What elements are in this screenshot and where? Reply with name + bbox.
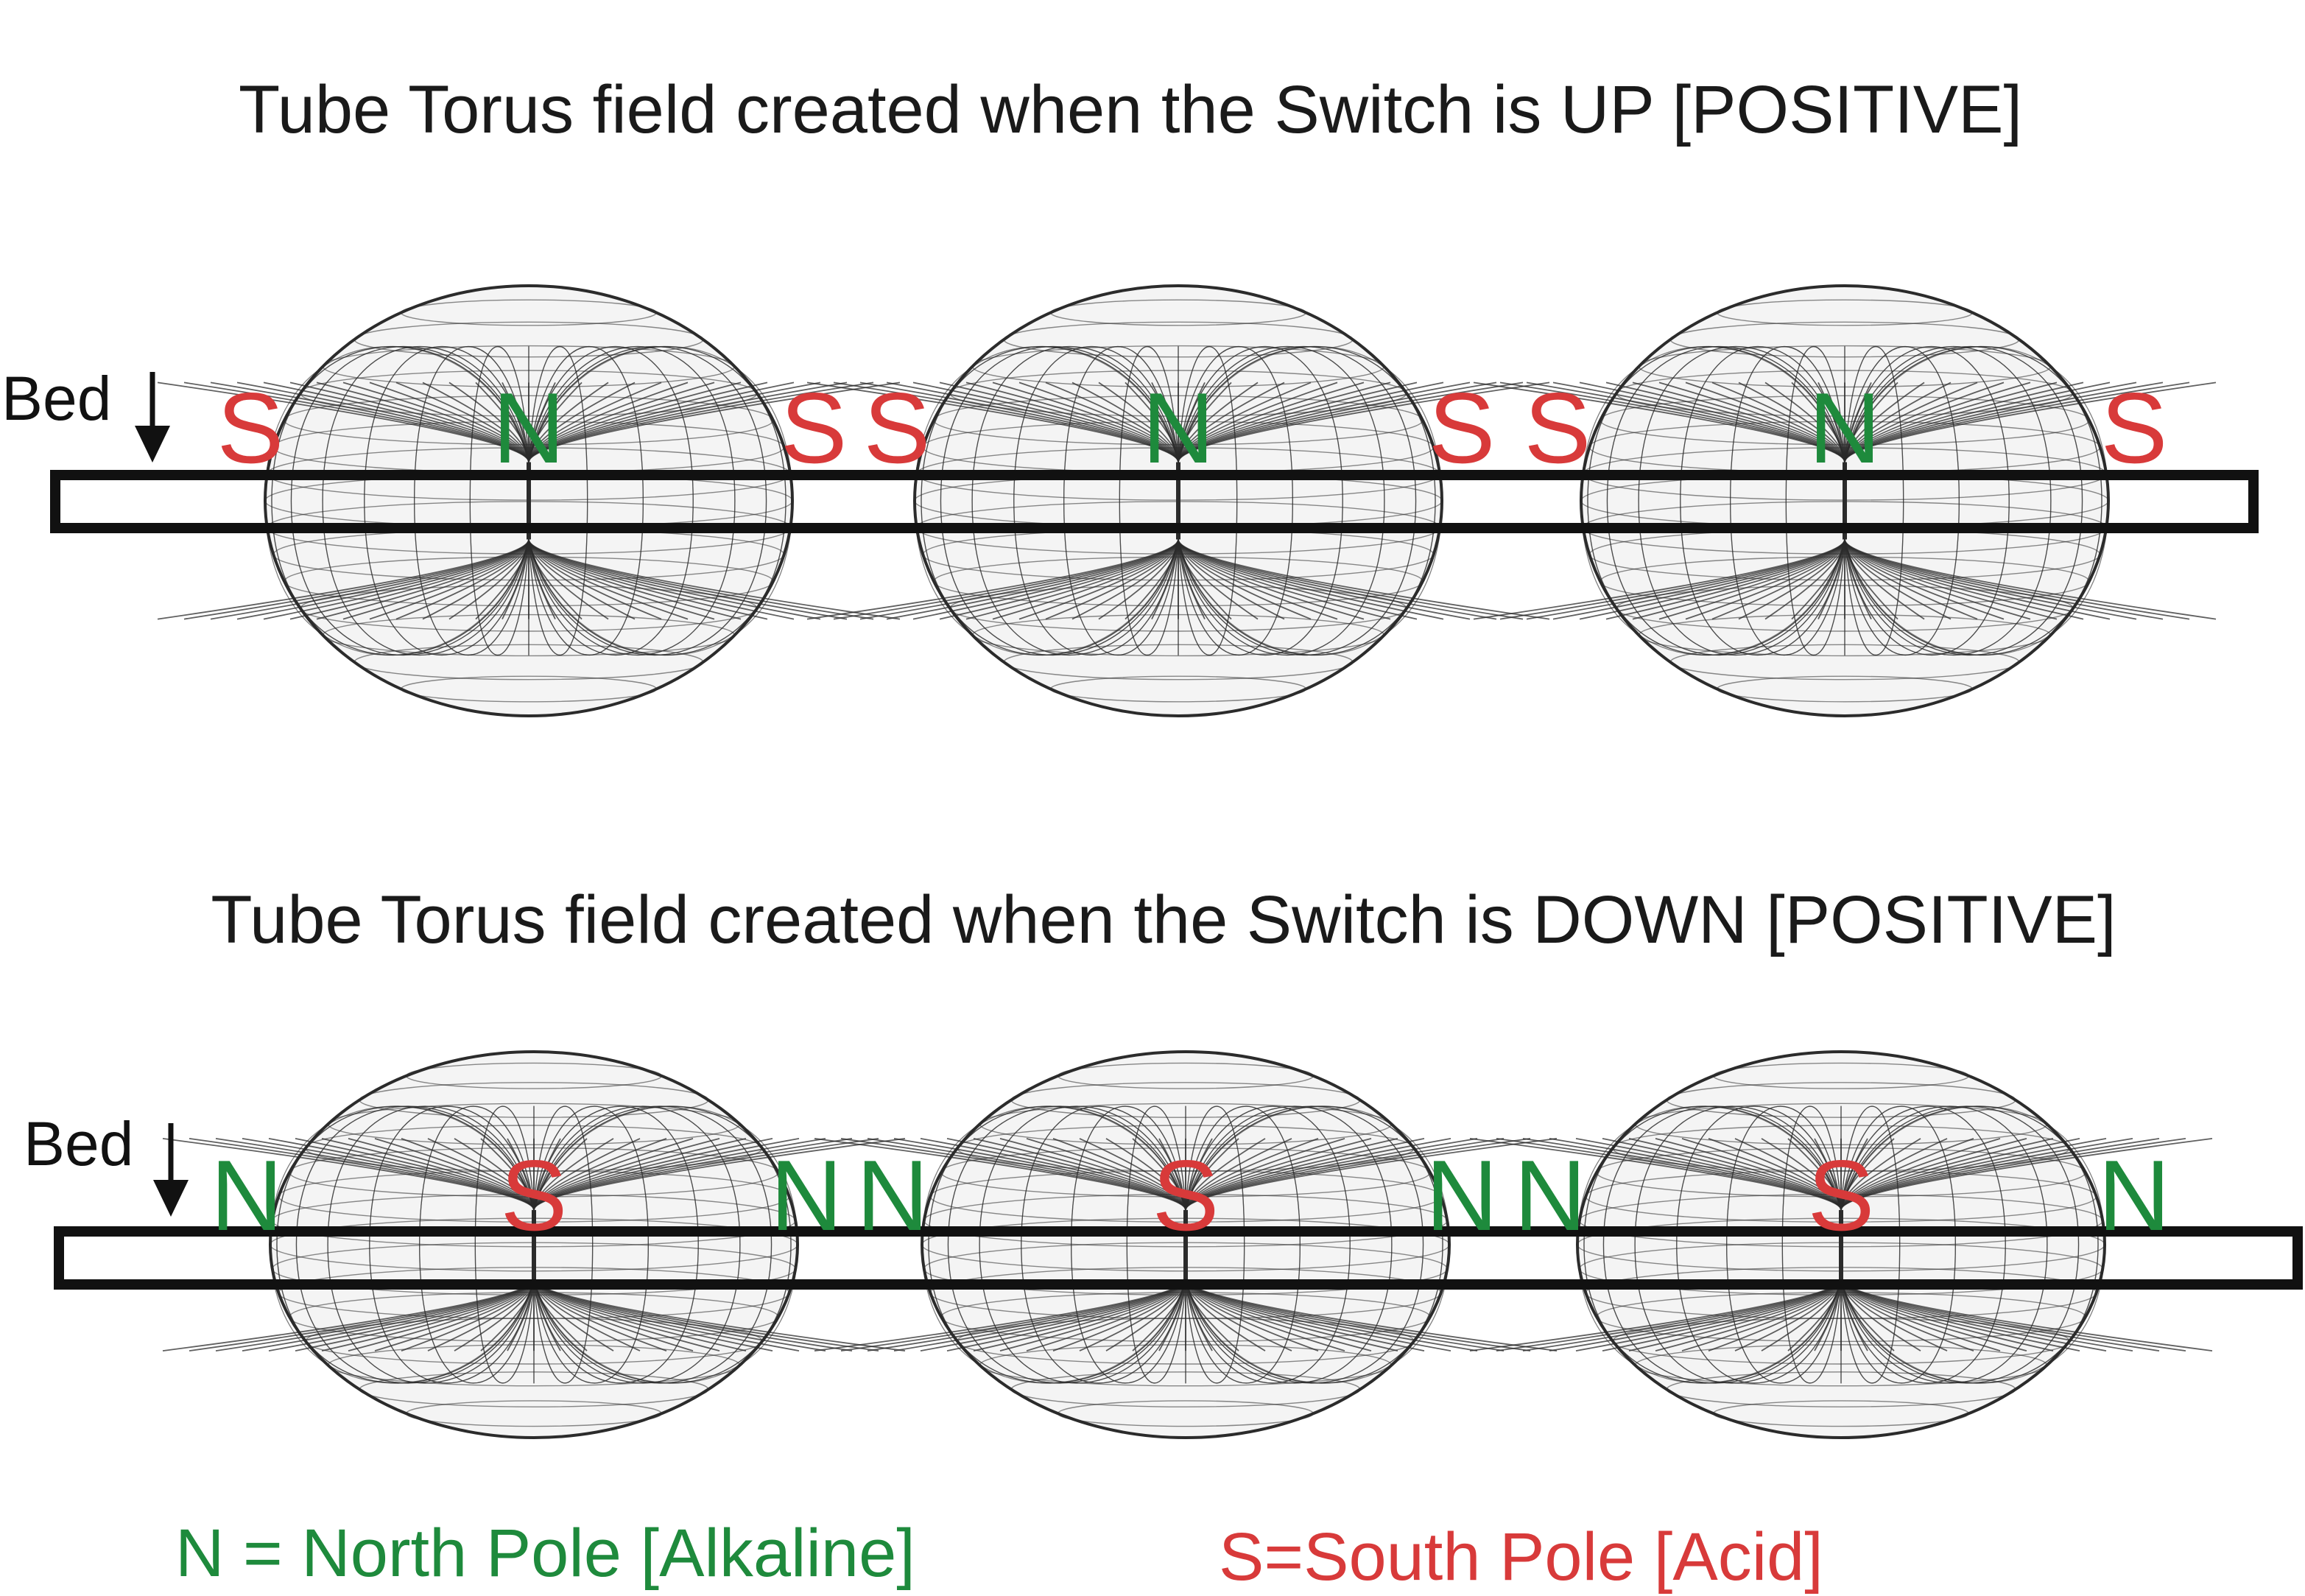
torus-field <box>1473 284 2217 717</box>
bed-bar-up <box>50 470 2259 533</box>
side-pole-label: N <box>770 1139 842 1251</box>
torus-field <box>1469 1050 2213 1439</box>
side-pole-label: S <box>217 372 284 484</box>
panel-title-up: Tube Torus field created when the Switch… <box>239 72 2022 147</box>
torus-field <box>157 284 901 717</box>
panel-title-down: Tube Torus field created when the Switch… <box>211 882 2116 957</box>
panel-switch-down: Tube Torus field created when the Switch… <box>24 882 2303 1439</box>
tori-group-up <box>157 284 2217 717</box>
panel-switch-up: Tube Torus field created when the Switch… <box>1 72 2259 717</box>
legend-north: N = North Pole [Alkaline] <box>175 1516 915 1591</box>
legend-south: S=South Pole [Acid] <box>1219 1519 1823 1595</box>
bed-arrow-down <box>153 1123 189 1217</box>
bed-label-up: Bed <box>1 364 111 433</box>
center-pole-label: S <box>501 1139 568 1251</box>
side-pole-label: S <box>1429 372 1496 484</box>
side-pole-label: S <box>1524 372 1591 484</box>
center-pole-label: N <box>493 372 565 484</box>
side-pole-label: S <box>864 372 931 484</box>
bed-bar-down <box>54 1226 2303 1290</box>
side-pole-label: N <box>1514 1139 1586 1251</box>
side-pole-label: S <box>781 372 848 484</box>
side-pole-label: N <box>1426 1139 1498 1251</box>
center-pole-label: S <box>1808 1139 1875 1251</box>
torus-field <box>814 1050 1558 1439</box>
center-pole-label: N <box>1809 372 1881 484</box>
legend: N = North Pole [Alkaline] S=South Pole [… <box>175 1516 1823 1595</box>
side-pole-label: N <box>2098 1139 2170 1251</box>
side-pole-label: N <box>211 1139 283 1251</box>
torus-field <box>806 284 1550 717</box>
center-pole-label: N <box>1142 372 1214 484</box>
side-pole-label: S <box>2101 372 2168 484</box>
bed-arrow-up <box>135 372 170 463</box>
center-pole-label: S <box>1152 1139 1220 1251</box>
side-pole-label: N <box>856 1139 929 1251</box>
bed-label-down: Bed <box>24 1109 133 1178</box>
